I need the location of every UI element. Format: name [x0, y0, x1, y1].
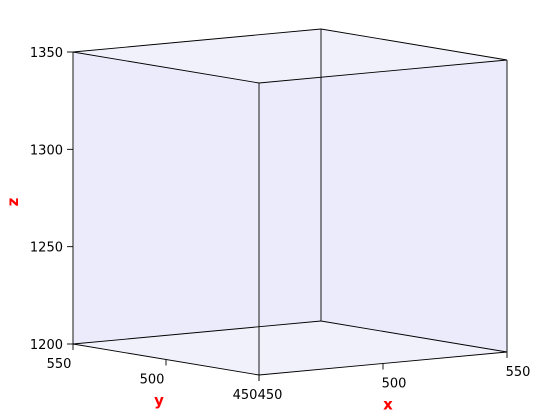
- box-edges: [72, 28, 508, 376]
- box-edge: [258, 59, 508, 84]
- z-tick-label: 1350: [30, 46, 63, 61]
- box-faces: [73, 29, 507, 375]
- tick-marks: [67, 51, 508, 381]
- tick-labels: 450 500 550 550 500 450 1200 1250 1300 1350: [30, 46, 531, 403]
- z-tick-label: 1200: [30, 338, 63, 353]
- box-edge: [72, 28, 322, 53]
- box-face-front-y: [259, 60, 507, 375]
- z-axis-label: z: [4, 197, 22, 206]
- box-edge: [72, 320, 322, 345]
- box-edge: [320, 320, 508, 353]
- box-face-front-x: [73, 52, 259, 375]
- z-tick-label: 1300: [30, 143, 63, 158]
- x-tick-label: 550: [506, 365, 531, 380]
- y-tick-label: 500: [140, 373, 165, 388]
- z-tick-label: 1250: [30, 241, 63, 256]
- x-tick-label: 450: [258, 388, 283, 403]
- y-tick-label: 450: [233, 388, 258, 403]
- y-tick-label: 550: [47, 357, 72, 372]
- y-axis-label: y: [154, 392, 164, 410]
- box-edge: [320, 28, 508, 61]
- box-edge: [72, 51, 260, 84]
- x-tick-label: 500: [382, 377, 407, 392]
- x-axis-label: x: [383, 396, 393, 414]
